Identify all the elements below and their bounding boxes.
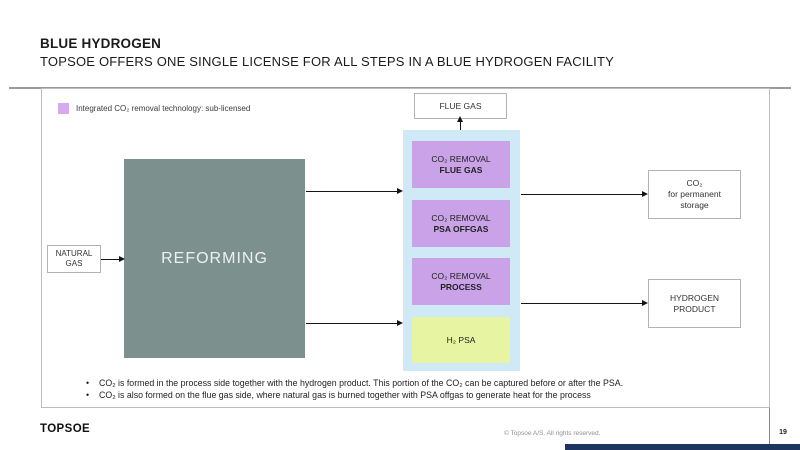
topsoe-logo: TOPSOE [40,423,91,435]
node-label-line2: PSA OFFGAS [433,223,489,234]
node-co2-removal-flue-gas: CO₂ REMOVAL FLUE GAS [412,141,510,188]
legend-swatch-icon [58,103,69,114]
copyright-text: © Topsoe A/S. All rights reserved. [504,430,601,437]
node-label-line1: HYDROGEN [669,292,720,303]
node-label-line2: for permanent [668,189,721,199]
node-label-line1: CO₂ REMOVAL [431,270,491,281]
arrow-reforming-to-container-top [306,188,403,194]
node-label-line1: CO₂ [686,178,703,188]
slide-subtitle: TOPSOE OFFERS ONE SINGLE LICENSE FOR ALL… [40,54,614,69]
node-label-line1: NATURAL [55,249,93,258]
node-label-line2: PRODUCT [673,303,716,314]
legend-label: Integrated CO₂ removal technology: sub-l… [76,104,251,113]
node-label-line3: storage [680,200,709,210]
node-co2-removal-psa-offgas: CO₂ REMOVAL PSA OFFGAS [412,200,510,247]
arrow-reforming-to-container-bottom [306,320,403,326]
arrow-container-to-flue-gas [456,116,463,132]
node-label-line2: GAS [65,259,83,268]
node-label-line1: CO₂ REMOVAL [431,153,491,164]
diagram-frame [41,88,770,408]
page-number: 19 [779,429,787,436]
page-number-divider [769,408,770,450]
arrow-container-to-co2-storage [521,191,648,197]
node-label-line2: PROCESS [440,281,482,292]
node-label-line2: FLUE GAS [439,164,483,175]
node-hydrogen-product: HYDROGEN PRODUCT [648,279,741,328]
node-label: FLUE GAS [439,101,482,111]
arrow-natural-gas-to-reforming [101,256,125,262]
node-co2-removal-process: CO₂ REMOVAL PROCESS [412,258,510,305]
arrow-container-to-hydrogen-product [521,300,648,306]
node-reforming: REFORMING [124,159,305,358]
node-label-line1: CO₂ REMOVAL [431,212,491,223]
bottom-accent-bar [565,444,800,450]
node-label: REFORMING [161,249,268,267]
node-co2-permanent-storage: CO₂ for permanent storage [648,170,741,219]
node-h2-psa: H₂ PSA [412,317,510,363]
slide-title: BLUE HYDROGEN [40,36,162,51]
node-natural-gas-input: NATURAL GAS [47,245,101,273]
footnote-bullet-1: CO₂ is formed in the process side togeth… [86,378,776,389]
footnote-bullet-2: CO₂ is also formed on the flue gas side,… [86,390,776,401]
node-label: H₂ PSA [446,335,476,345]
